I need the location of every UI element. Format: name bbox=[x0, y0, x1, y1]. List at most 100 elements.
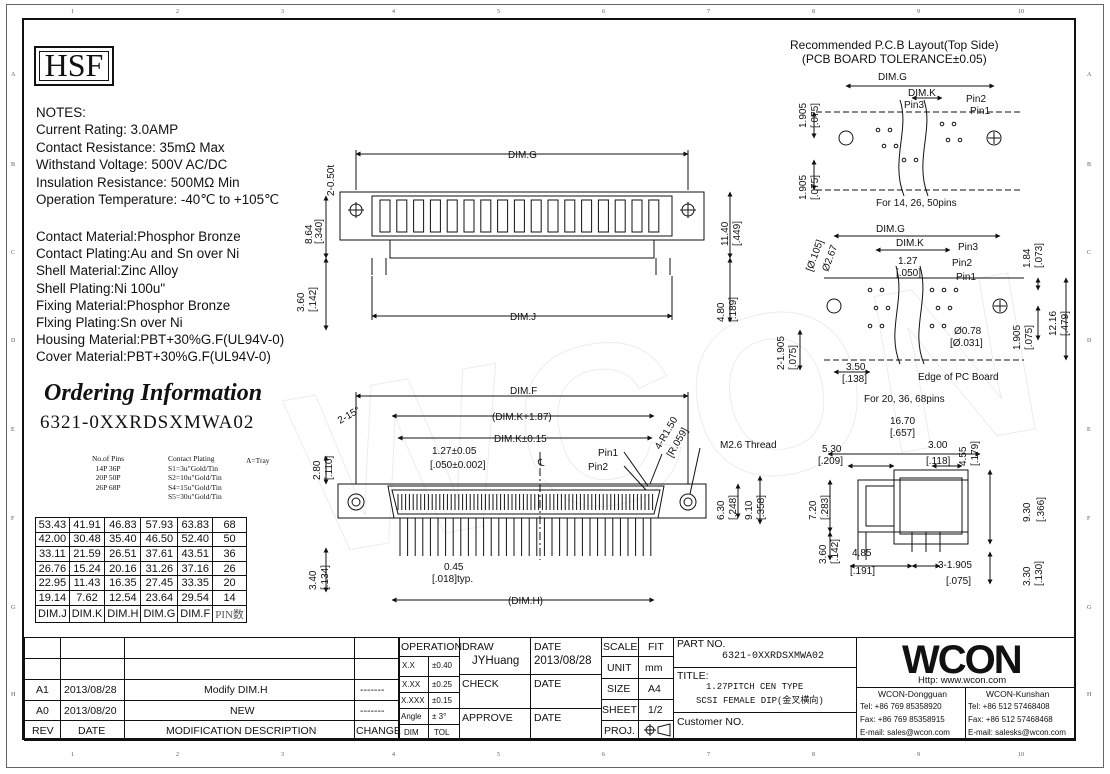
pcb2-caption: For 20, 36, 68pins bbox=[864, 394, 945, 405]
tol-xx: X.XX bbox=[402, 680, 421, 689]
contact-slot bbox=[564, 199, 576, 233]
side-dim-1670: 16.70 bbox=[890, 416, 915, 427]
zone-left-e: E bbox=[11, 427, 15, 433]
zone-bottom-1: 1 bbox=[71, 752, 74, 758]
rev-a1-desc: Modify DIM.H bbox=[204, 684, 268, 696]
zone-left-h: H bbox=[11, 692, 16, 698]
sheet-label: SHEET bbox=[602, 704, 638, 716]
tol-xx-val: ±0.25 bbox=[432, 680, 452, 689]
side-dim-720: 7.20 bbox=[808, 500, 819, 520]
zone-bottom-7: 7 bbox=[707, 752, 710, 758]
kunshan-fax: Fax: +86 512 57468468 bbox=[968, 715, 1053, 724]
dim-table-header-cell: DIM.K bbox=[68, 604, 106, 623]
draw-line bbox=[459, 674, 602, 675]
pcb2-dim-184: 1.84 bbox=[1022, 248, 1033, 268]
zone-top-9: 9 bbox=[917, 9, 920, 15]
note-current-rating: Current Rating: 3.0AMP bbox=[36, 122, 179, 138]
date-value: 2013/08/28 bbox=[534, 655, 592, 667]
dim-280: 2.80 bbox=[312, 460, 323, 480]
side-view-drawing bbox=[827, 451, 993, 585]
tol-line bbox=[398, 708, 460, 709]
date-label: DATE bbox=[534, 641, 562, 653]
rev-divider bbox=[24, 700, 400, 701]
dim-340b: 3.40 bbox=[308, 570, 319, 590]
tol-x: X.X bbox=[402, 661, 415, 670]
pitch-label: 1.27±0.05 bbox=[432, 446, 477, 457]
dim-table-header-cell: DIM.F bbox=[177, 604, 214, 623]
plating-legend-row: S5=30u"Gold/Tin bbox=[168, 492, 222, 501]
dim-table-header-cell: DIM.J bbox=[35, 604, 70, 623]
pins-legend-title: No.of Pins bbox=[92, 454, 125, 463]
pcb-layout-top bbox=[811, 83, 1020, 197]
thread-label: M2.6 Thread bbox=[720, 440, 777, 451]
approve-date-label: DATE bbox=[534, 712, 562, 724]
dim-table-cell: 53.43 bbox=[35, 517, 70, 533]
rev-a0: A0 bbox=[36, 705, 49, 717]
side-dim-130: [.130] bbox=[1034, 561, 1045, 586]
pcb2-hole-dia: Ø0.78 bbox=[954, 326, 982, 337]
pcb-title-line1: Recommended P.C.B Layout(Top Side) bbox=[790, 38, 999, 52]
side-dim-530: 5.30 bbox=[822, 444, 842, 455]
approve-label: APPROVE bbox=[462, 712, 513, 724]
note-insulation-resistance: Insulation Resistance: 500MΩ Min bbox=[36, 174, 240, 190]
material-contact: Contact Material:Phosphor Bronze bbox=[36, 229, 241, 244]
pcb1-dim-1905a: 1.905 bbox=[798, 103, 809, 128]
dim-045: 0.45 bbox=[444, 562, 464, 573]
dim-360: 3.60 bbox=[296, 292, 307, 312]
pins-legend-row: 26P 68P bbox=[95, 482, 121, 492]
title-line2: SCSI FEMALE DIP(金叉横向) bbox=[696, 696, 824, 706]
dim-table-cell: 20 bbox=[212, 575, 247, 591]
dim-134: [.134] bbox=[320, 565, 331, 590]
tol-line bbox=[398, 692, 460, 693]
dim-table-header-cell: PIN数 bbox=[212, 604, 247, 623]
dim-table-cell: 26.76 bbox=[35, 560, 70, 577]
zone-bottom-9: 9 bbox=[917, 752, 920, 758]
ordering-title: Ordering Information bbox=[44, 380, 263, 406]
zone-top-7: 7 bbox=[707, 9, 710, 15]
pcb2-dim-050: [.050] bbox=[896, 268, 921, 279]
centerline-label: ℄ bbox=[537, 458, 545, 469]
tol-line bbox=[398, 724, 460, 725]
wcon-logo: WCON bbox=[902, 638, 1023, 682]
drawing-frame bbox=[22, 18, 1076, 740]
zone-top-1: 1 bbox=[71, 9, 74, 15]
materials-block: Contact Material:Phosphor Bronze Contact… bbox=[36, 228, 284, 366]
contact-slot bbox=[413, 199, 425, 233]
dim-table-cell: 30.48 bbox=[68, 531, 106, 548]
zone-right-g: G bbox=[1087, 605, 1092, 611]
dim-h-label: (DIM.H) bbox=[508, 596, 543, 607]
zone-bottom-2: 2 bbox=[176, 752, 179, 758]
pin2-label: Pin2 bbox=[588, 462, 608, 473]
tol-label: TOL bbox=[434, 728, 450, 737]
contact-slot bbox=[513, 199, 525, 233]
dim-j-label: DIM.J bbox=[510, 312, 536, 323]
part-no-label: PART NO. bbox=[677, 638, 726, 650]
material-fixing: Fixing Material:Phosphor Bronze bbox=[36, 297, 231, 313]
revision-table bbox=[24, 637, 400, 741]
title-line1: 1.27PITCH CEN TYPE bbox=[706, 682, 804, 692]
thickness-label: 2-0.50t bbox=[326, 165, 337, 196]
pcb2-dim-479: [.479] bbox=[1060, 311, 1071, 336]
contact-slot bbox=[497, 199, 509, 233]
dim-k015-label: DIM.K±0.15 bbox=[494, 434, 547, 445]
rev-a1: A1 bbox=[36, 684, 49, 696]
company-website: Http: www.wcon.com bbox=[918, 675, 1007, 686]
pins-legend-row: 20P 50P bbox=[95, 473, 121, 482]
contact-slot bbox=[631, 199, 643, 233]
dim-table-cell: 46.50 bbox=[140, 531, 179, 548]
pcb2-dim-g: DIM.G bbox=[876, 224, 905, 235]
tol-col bbox=[428, 656, 429, 741]
tol-angle: Angle bbox=[401, 712, 422, 721]
pitch-inch-label: [.050±0.002] bbox=[430, 460, 486, 471]
dim-142: [.142] bbox=[308, 287, 319, 312]
dongguan-office: WCON-Dongguan bbox=[878, 689, 947, 699]
dim-table-cell: 57.93 bbox=[140, 517, 179, 533]
dim-table-header-cell: DIM.H bbox=[104, 604, 142, 623]
company-box bbox=[856, 637, 1076, 741]
check-date-label: DATE bbox=[534, 678, 562, 690]
pin1-label: Pin1 bbox=[598, 448, 618, 459]
projection-symbol-icon bbox=[644, 723, 671, 737]
